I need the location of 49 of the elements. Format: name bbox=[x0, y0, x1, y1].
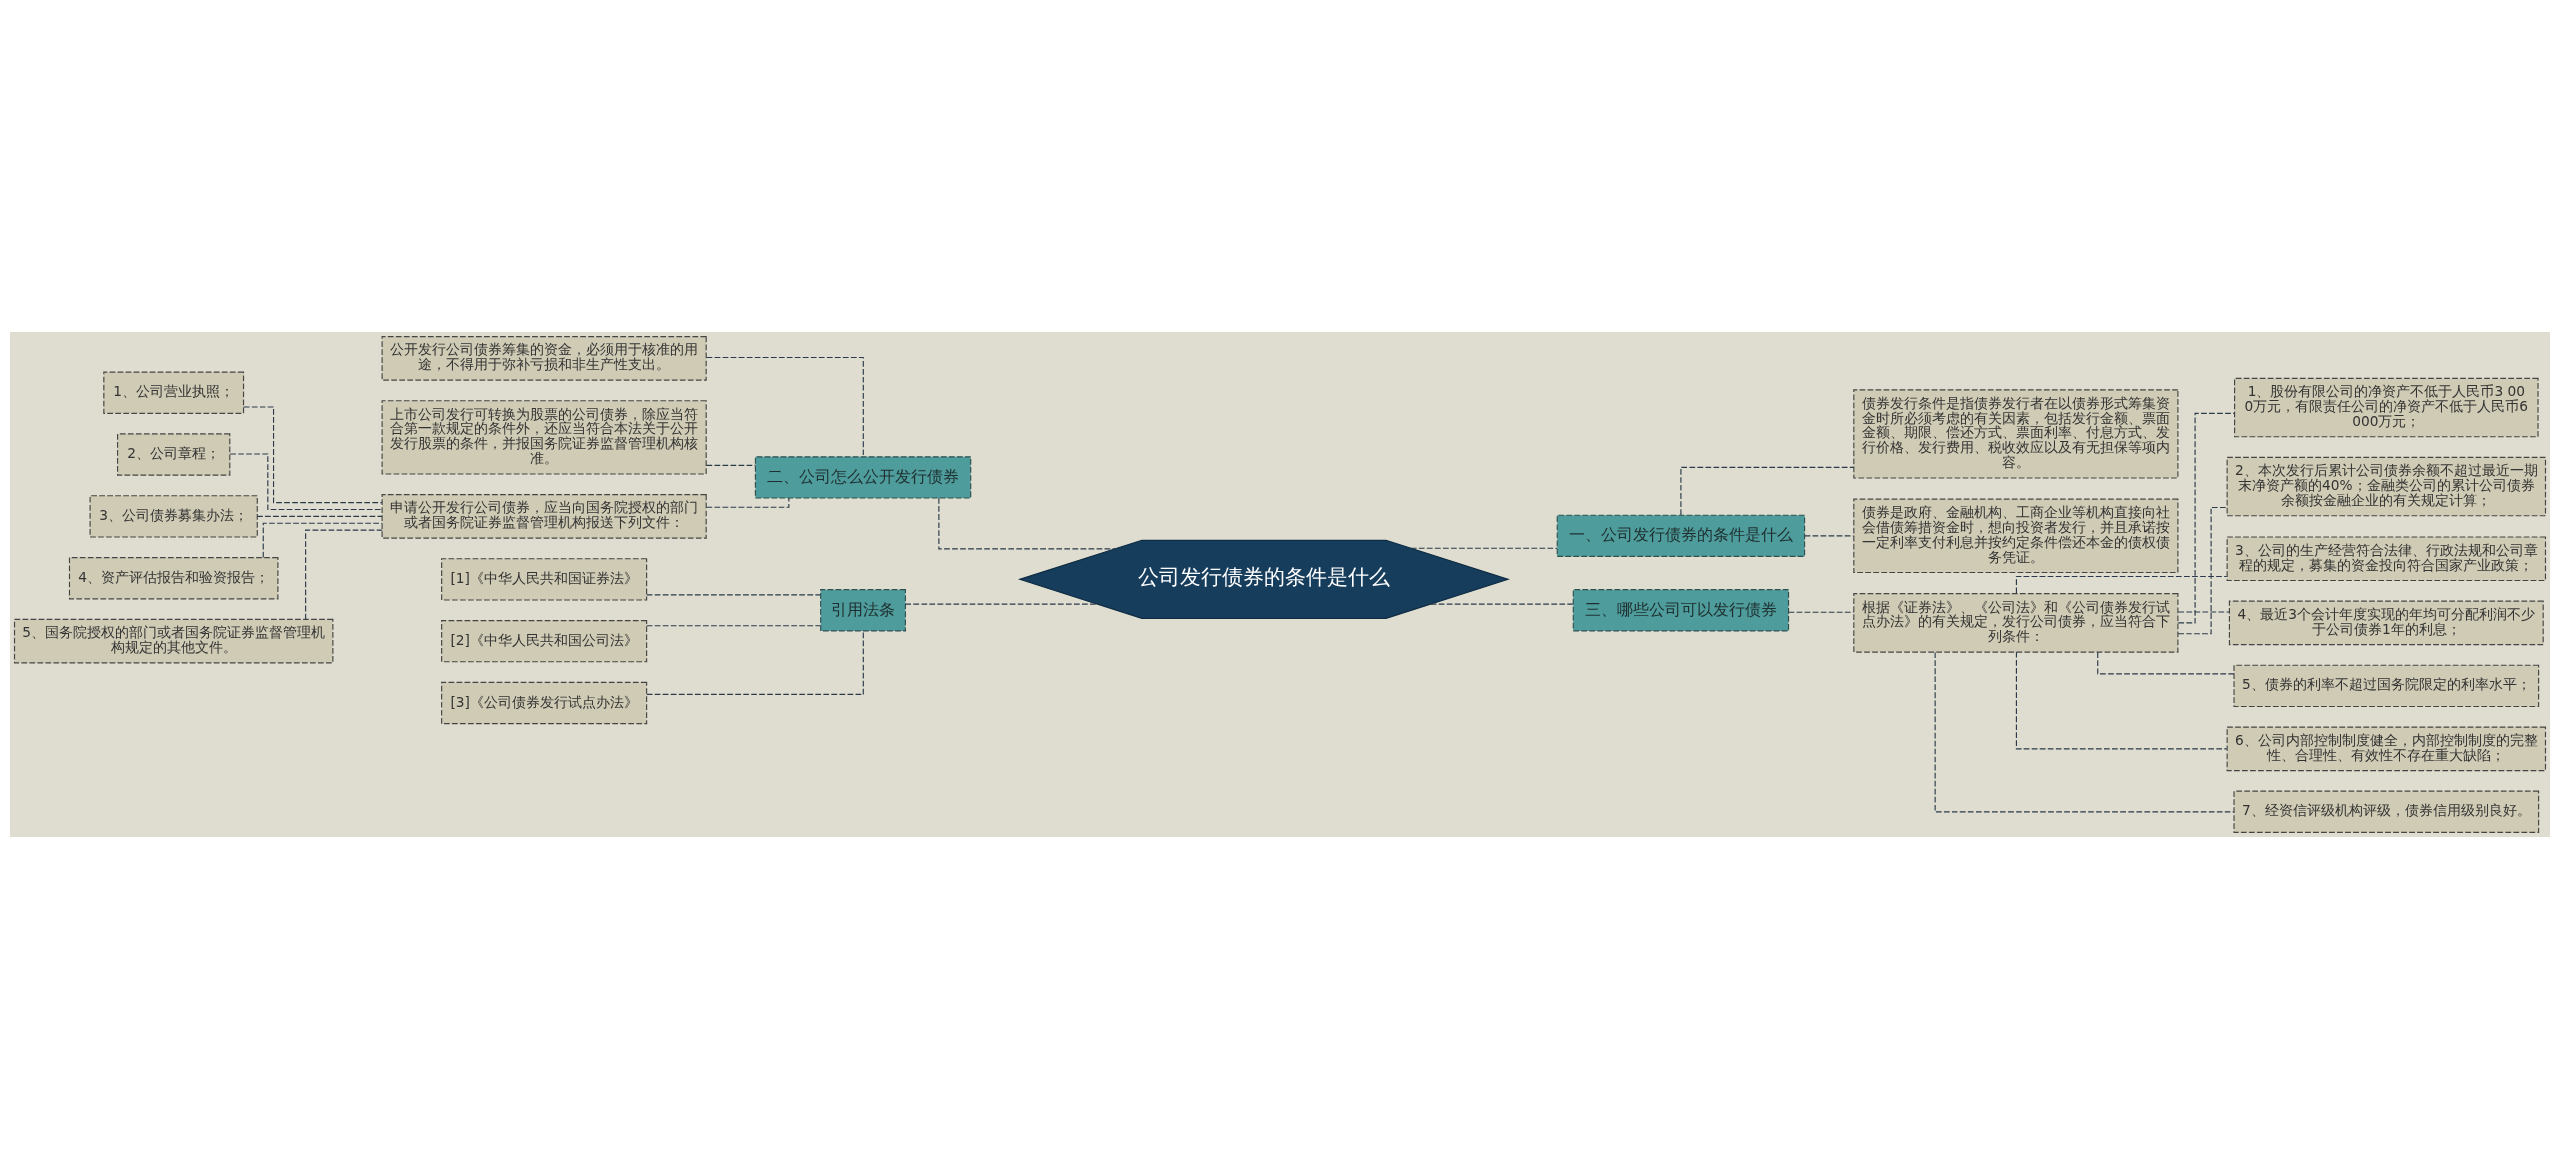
node-box: 5、国务院授权的部门或者国务院证券监督管理机构规定的其他文件。 bbox=[13, 618, 334, 664]
connector bbox=[262, 522, 383, 558]
node-box: [3]《公司债券发行试点办法》 bbox=[441, 681, 648, 725]
connector bbox=[705, 497, 790, 508]
connector bbox=[1788, 611, 1855, 613]
connector bbox=[2177, 412, 2235, 624]
node-box: 上市公司发行可转换为股票的公司债券，除应当符合第一款规定的条件外，还应当符合本法关于公开发行股票的条件，并报国务院证券监督管理机构核准。 bbox=[381, 400, 707, 475]
connector bbox=[1680, 466, 1855, 516]
node-box: 3、公司的生产经营符合法律、行政法规和公司章程的规定，募集的资金投向符合国家产业政策； bbox=[2226, 536, 2547, 582]
node-box: 根据《证券法》、《公司法》和《公司债券发行试点办法》的有关规定，发行公司债券，应当符合下列条件： bbox=[1853, 593, 2179, 653]
node-box: 4、资产评估报告和验资报告； bbox=[68, 557, 279, 600]
node-box: 4、最近3个会计年度实现的年均可分配利润不少于公司债券1年的利息； bbox=[2228, 600, 2544, 646]
node-box: 6、公司内部控制制度健全，内部控制制度的完整性、合理性、有效性不存在重大缺陷； bbox=[2226, 726, 2547, 772]
connector bbox=[243, 406, 383, 504]
connector bbox=[2015, 651, 2228, 750]
connector bbox=[305, 529, 383, 620]
connector bbox=[705, 464, 756, 466]
connector bbox=[1934, 651, 2235, 813]
node-box: 债券是政府、金融机构、工商企业等机构直接向社会借债筹措资金时，想向投资者发行，并且承诺按一定利率支付利息并按约定条件偿还本金的债权债务凭证。 bbox=[1853, 498, 2179, 574]
connector bbox=[1410, 547, 1558, 549]
node-box: [1]《中华人民共和国证券法》 bbox=[441, 558, 648, 601]
node-box: [2]《中华人民共和国公司法》 bbox=[441, 620, 648, 663]
node-box: 引用法条 bbox=[820, 589, 906, 632]
node-box: 5、债券的利率不超过国务院限定的利率水平； bbox=[2233, 664, 2540, 708]
connector bbox=[256, 515, 383, 517]
connector bbox=[646, 625, 821, 627]
connector bbox=[2177, 611, 2230, 613]
node-box: 1、公司营业执照； bbox=[103, 371, 245, 414]
node-box: 一、公司发行债券的条件是什么 bbox=[1556, 514, 1806, 557]
connector bbox=[646, 630, 864, 695]
node-box: 3、公司债券募集办法； bbox=[89, 495, 258, 538]
connector bbox=[705, 356, 864, 458]
connector bbox=[905, 603, 1098, 605]
connector bbox=[646, 594, 821, 596]
node-box: 1、股份有限公司的净资产不低于人民币3 000万元，有限责任公司的净资产不低于人民币6 000万元； bbox=[2234, 377, 2539, 438]
node-box: 公开发行公司债券筹集的资金，必须用于核准的用途，不得用于弥补亏损和非生产性支出。 bbox=[381, 336, 707, 381]
node-box: 债券发行条件是指债券发行者在以债券形式筹集资金时所必须考虑的有关因素，包括发行金额、票面金额、期限、偿还方式、票面利率、付息方式、发行价格、发行费用、税收效应以及有无担保等项内容。 bbox=[1853, 389, 2179, 479]
connector bbox=[1430, 603, 1574, 605]
node-box: 三、哪些公司可以发行债券 bbox=[1572, 589, 1790, 632]
connector bbox=[229, 453, 383, 511]
connector bbox=[2015, 575, 2228, 594]
connector bbox=[938, 497, 1116, 550]
node-box: 2、本次发行后累计公司债券余额不超过最近一期末净资产额的40%；金融类公司的累计公司债券余额按金融企业的有关规定计算； bbox=[2226, 456, 2547, 517]
node-box: 7、经资信评级机构评级，债券信用级别良好。 bbox=[2233, 790, 2540, 833]
node-box: 申请公开发行公司债券，应当向国务院授权的部门或者国务院证券监督管理机构报送下列文件： bbox=[381, 494, 707, 539]
connector bbox=[2177, 506, 2228, 635]
node-box: 2、公司章程； bbox=[117, 433, 231, 476]
connector bbox=[1804, 535, 1855, 537]
node-box: 二、公司怎么公开发行债券 bbox=[754, 456, 972, 499]
